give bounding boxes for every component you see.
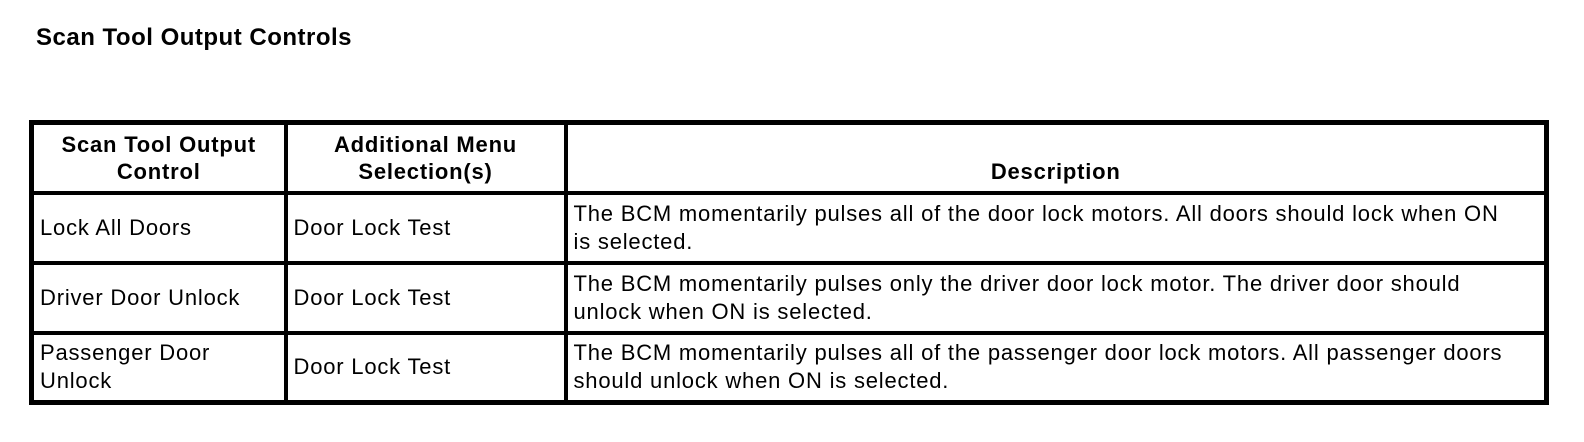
cell-control: Driver Door Unlock [29,260,288,335]
cell-description: The BCM momentarily pulses all of the pa… [563,330,1549,405]
cell-menu-selection: Door Lock Test [283,330,568,405]
scan-tool-output-controls-table: Scan Tool Output Control Additional Menu… [29,120,1549,405]
cell-control: Lock All Doors [29,190,288,265]
column-header-scan-tool-output-control: Scan Tool Output Control [29,120,288,195]
column-header-description: Description [563,120,1549,195]
cell-menu-selection: Door Lock Test [283,190,568,265]
cell-menu-selection: Door Lock Test [283,260,568,335]
cell-description: The BCM momentarily pulses only the driv… [563,260,1549,335]
cell-description: The BCM momentarily pulses all of the do… [563,190,1549,265]
page-title: Scan Tool Output Controls [36,24,353,51]
table-row: Driver Door Unlock Door Lock Test The BC… [29,260,1549,335]
column-header-additional-menu-selections: Additional Menu Selection(s) [283,120,568,195]
table-header-row: Scan Tool Output Control Additional Menu… [29,120,1549,195]
cell-control: Passenger Door Unlock [29,330,288,405]
table-row: Passenger Door Unlock Door Lock Test The… [29,330,1549,405]
table-row: Lock All Doors Door Lock Test The BCM mo… [29,190,1549,265]
